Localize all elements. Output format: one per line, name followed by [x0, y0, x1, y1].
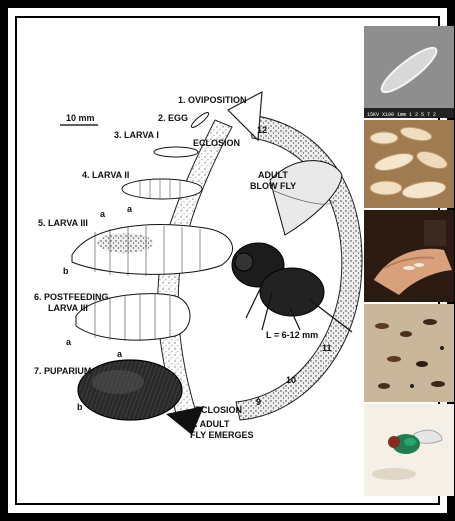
maggots-photo: [364, 120, 454, 208]
egg-micrograph: 15KV X100 1mm 1 2 5 7 2: [364, 26, 454, 118]
hand-with-larvae-photo: [364, 210, 454, 302]
larva1-drawing: [154, 147, 198, 157]
letter-a-postfeeding: a: [66, 337, 72, 347]
day-11: 11: [322, 343, 332, 353]
label-postfeeding-2: LARVA III: [48, 303, 88, 313]
label-adult-length: L = 6-12 mm: [266, 330, 318, 340]
letter-a-larva2: a: [127, 204, 133, 214]
micrograph-caption: 15KV X100 1mm 1 2 5 7 2: [367, 112, 436, 118]
label-puparium: 7. PUPARIUM: [34, 366, 91, 376]
larva3-drawing: [72, 225, 233, 276]
letter-a-puparium: a: [117, 349, 123, 359]
letter-a-larva3: a: [100, 209, 106, 219]
letter-b-larva3: b: [63, 266, 69, 276]
larva2-drawing: [122, 179, 202, 199]
scale-bar: 10 mm: [60, 113, 98, 125]
label-eclosion-top: ECLOSION: [193, 138, 240, 148]
day-9: 9: [256, 397, 261, 407]
pupae-photo: [364, 304, 454, 402]
label-adult-emerges-2: FLY EMERGES: [190, 430, 254, 440]
label-larva2: 4. LARVA II: [82, 170, 129, 180]
label-larva3: 5. LARVA III: [38, 218, 88, 228]
photo-strip: 15KV X100 1mm 1 2 5 7 2: [364, 26, 454, 496]
label-adult-title-2: BLOW FLY: [250, 181, 296, 191]
label-postfeeding-1: 6. POSTFEEDING: [34, 292, 109, 302]
label-eclosion-bottom: ECLOSION: [195, 405, 242, 415]
egg-drawing: [190, 111, 211, 130]
letter-b-puparium: b: [77, 402, 83, 412]
day-12: 12: [257, 125, 267, 135]
scale-label: 10 mm: [66, 113, 95, 123]
day-10: 10: [286, 375, 296, 385]
green-blowfly-photo: [364, 404, 454, 496]
label-egg: 2. EGG: [158, 113, 188, 123]
puparium-drawing: [78, 360, 182, 420]
label-oviposition: 1. OVIPOSITION: [178, 95, 247, 105]
label-adult-title-1: ADULT: [258, 170, 288, 180]
label-larva1: 3. LARVA I: [114, 130, 159, 140]
label-adult-emerges-1: 8. ADULT: [190, 419, 230, 429]
